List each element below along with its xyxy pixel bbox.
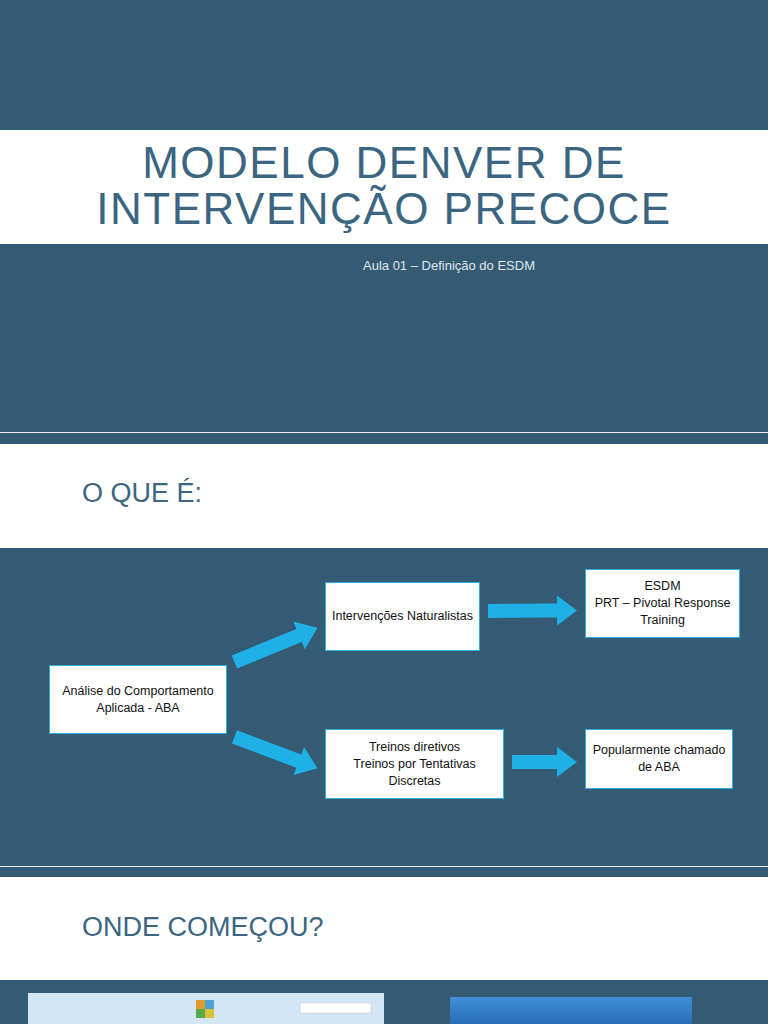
process-box: Popularmente chamado de ABA (585, 729, 733, 789)
block-arrow (488, 596, 577, 626)
process-box: ESDMPRT – Pivotal Response Training (585, 569, 740, 638)
box-text: Treinos por Tentativas Discretas (330, 756, 499, 790)
box-text: PRT – Pivotal Response Training (590, 595, 735, 629)
process-box: Intervenções Naturalistas (325, 582, 480, 651)
block-arrow (232, 622, 318, 669)
process-box: Treinos diretivosTreinos por Tentativas … (325, 729, 504, 799)
logo-tile (196, 1009, 205, 1018)
logo-tile (205, 1000, 214, 1009)
box-text: Popularmente chamado de ABA (590, 742, 728, 776)
box-text: Intervenções Naturalistas (332, 608, 473, 625)
section-heading: ONDE COMEÇOU? (82, 912, 324, 943)
website-screenshot (28, 993, 384, 1024)
block-arrow (512, 747, 577, 777)
slide-divider (0, 866, 768, 867)
logo-tile (196, 1000, 205, 1009)
block-arrow (232, 730, 318, 775)
box-text: ESDM (644, 578, 680, 595)
section-heading: O QUE É: (82, 478, 202, 509)
box-text: Treinos diretivos (369, 739, 460, 756)
logo-tile (205, 1009, 214, 1018)
slide-divider (0, 432, 768, 433)
photo-screenshot (450, 997, 692, 1024)
search-box (300, 1003, 371, 1013)
slide-title: MODELO DENVER DE INTERVENÇÃO PRECOCE (0, 140, 768, 232)
process-box: Análise do Comportamento Aplicada - ABA (49, 665, 227, 734)
box-text: Análise do Comportamento Aplicada - ABA (54, 683, 222, 717)
slide-subtitle: Aula 01 – Definição do ESDM (363, 258, 535, 273)
